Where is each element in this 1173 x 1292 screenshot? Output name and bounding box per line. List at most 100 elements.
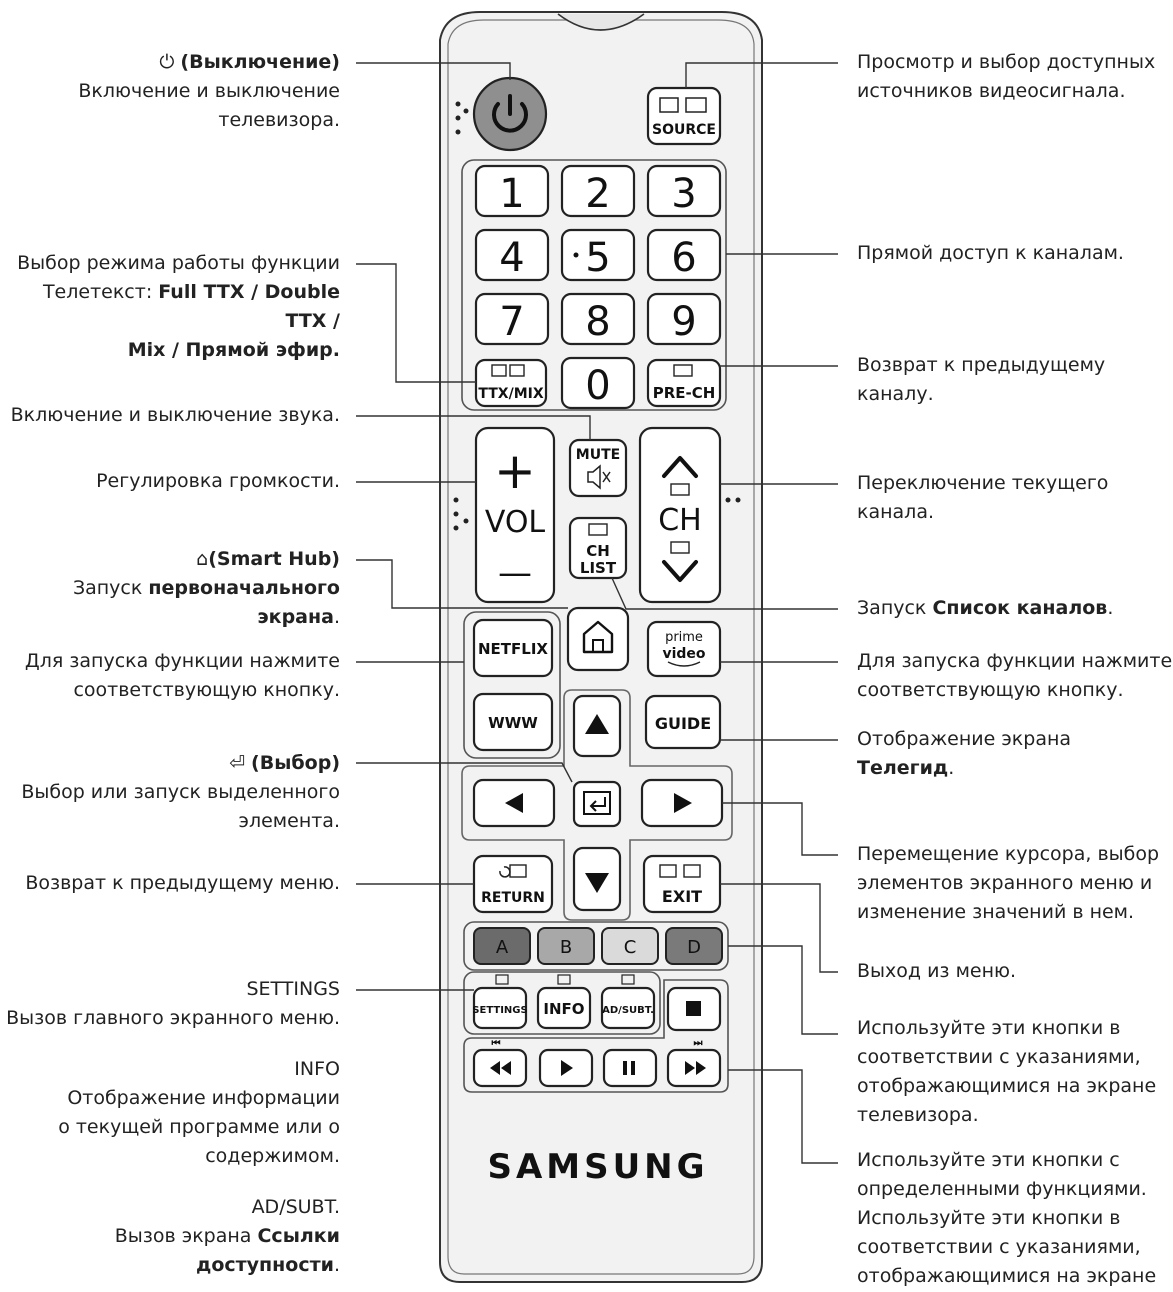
right-arrow-button[interactable] bbox=[640, 778, 724, 828]
media-keys-group bbox=[463, 979, 729, 1093]
info-button[interactable]: INFO bbox=[536, 986, 592, 1030]
svg-text:WWW: WWW bbox=[488, 714, 538, 732]
color-label-line2: соответствии с указаниями, bbox=[857, 1046, 1141, 1068]
number-key-2[interactable]: 2 bbox=[560, 164, 636, 218]
svg-text:B: B bbox=[560, 937, 572, 958]
number-key-label: 8 bbox=[585, 299, 610, 345]
triangle-down-icon bbox=[585, 873, 609, 893]
guide-button[interactable]: GUIDE bbox=[644, 694, 722, 750]
number-key-1[interactable]: 1 bbox=[474, 164, 550, 218]
svg-text:VOL: VOL bbox=[485, 505, 546, 540]
guide-label-c: . bbox=[948, 757, 955, 779]
play-button[interactable] bbox=[538, 1048, 594, 1088]
source-button[interactable]: SOURCE bbox=[646, 86, 722, 146]
volume-rocker[interactable]: + VOL — bbox=[474, 426, 556, 604]
triangle-up-icon bbox=[585, 714, 609, 734]
color-key-b[interactable]: B bbox=[537, 927, 595, 965]
pause-button[interactable] bbox=[602, 1048, 658, 1088]
number-key-label: 1 bbox=[499, 171, 524, 217]
settings-label-desc: Вызов главного экранного меню. bbox=[6, 1007, 340, 1029]
color-key-a[interactable]: A bbox=[473, 927, 531, 965]
smarthub-desc-a: Запуск bbox=[72, 577, 149, 599]
netflix-button[interactable]: NETFLIX bbox=[472, 618, 554, 678]
number-key-label: 9 bbox=[671, 299, 696, 345]
prime-label: Для запуска функции нажмите соответствую… bbox=[857, 647, 1172, 705]
leader-lines bbox=[356, 62, 838, 1164]
cursor-label: Перемещение курсора, выбор элементов экр… bbox=[857, 840, 1159, 927]
svg-text:⏭: ⏭ bbox=[694, 1038, 703, 1049]
svg-text:NETFLIX: NETFLIX bbox=[478, 640, 548, 658]
mute-button[interactable]: MUTE bbox=[568, 438, 628, 498]
enter-icon bbox=[589, 797, 606, 812]
exit-label: Выход из меню. bbox=[857, 960, 1017, 982]
settings-button[interactable]: SETTINGS bbox=[472, 986, 528, 1030]
color-key-c[interactable]: C bbox=[601, 927, 659, 965]
number-key-5[interactable]: 5 bbox=[560, 228, 636, 282]
cursor-label-line3: изменение значений в нем. bbox=[857, 901, 1135, 923]
ch-list-button[interactable]: CH LIST bbox=[568, 516, 628, 580]
ttx-label-line2a: Телетекст: bbox=[42, 281, 159, 303]
power-button[interactable] bbox=[472, 76, 548, 152]
number-key-3[interactable]: 3 bbox=[646, 164, 722, 218]
channel-rocker[interactable]: CH bbox=[638, 426, 722, 604]
up-arrow-button[interactable] bbox=[572, 694, 622, 758]
prime-video-button[interactable]: prime video bbox=[646, 620, 722, 678]
triangle-right-icon bbox=[674, 793, 692, 813]
number-key-label: 5 bbox=[585, 235, 610, 281]
smarthub-desc-b: первоначального экрана bbox=[148, 577, 340, 628]
select-label-desc2: элемента. bbox=[238, 810, 340, 832]
number-key-4[interactable]: 4 bbox=[474, 228, 550, 282]
pre-ch-button[interactable]: PRE-CH bbox=[646, 358, 722, 408]
power-label-desc2: телевизора. bbox=[218, 109, 340, 131]
svg-text:AD/SUBT.: AD/SUBT. bbox=[602, 1005, 654, 1016]
svg-text:⏮: ⏮ bbox=[492, 1038, 501, 1049]
fast-forward-button[interactable] bbox=[666, 1048, 722, 1088]
source-label: Просмотр и выбор доступных источников ви… bbox=[857, 48, 1155, 106]
svg-text:PRE-CH: PRE-CH bbox=[653, 384, 716, 402]
svg-text:C: C bbox=[624, 937, 637, 958]
adsubt-desc-a: Вызов экрана bbox=[114, 1225, 258, 1247]
pause-icon bbox=[623, 1061, 627, 1075]
chlist-label-b: Список каналов bbox=[932, 597, 1108, 619]
rewind-button[interactable] bbox=[472, 1048, 528, 1088]
smart-hub-button[interactable] bbox=[566, 606, 630, 672]
www-button[interactable]: WWW bbox=[472, 692, 554, 752]
settings-label: SETTINGS Вызов главного экранного меню. bbox=[6, 975, 340, 1033]
home-icon bbox=[582, 620, 614, 654]
number-key-9[interactable]: 9 bbox=[646, 292, 722, 346]
svg-text:+: + bbox=[494, 442, 536, 500]
number-pad-group bbox=[461, 159, 727, 411]
function-keys-group bbox=[463, 971, 661, 1035]
ttx-label-line2b: Full TTX / Double TTX / bbox=[158, 281, 340, 332]
number-key-6[interactable]: 6 bbox=[646, 228, 722, 282]
ttx-label-line1: Выбор режима работы функции bbox=[17, 252, 340, 274]
prime-label-line2: соответствующую кнопку. bbox=[857, 679, 1124, 701]
stop-button[interactable] bbox=[666, 986, 722, 1032]
svg-text:RETURN: RETURN bbox=[481, 890, 545, 906]
svg-text:SETTINGS: SETTINGS bbox=[472, 1005, 527, 1016]
exit-button[interactable]: EXIT bbox=[642, 854, 722, 914]
svg-text:EXIT: EXIT bbox=[662, 887, 702, 906]
color-key-d[interactable]: D bbox=[665, 927, 723, 965]
power-label-desc1: Включение и выключение bbox=[78, 80, 340, 102]
cursor-label-line1: Перемещение курсора, выбор bbox=[857, 843, 1160, 865]
dpad-group bbox=[461, 689, 733, 921]
down-arrow-button[interactable] bbox=[572, 846, 622, 912]
number-key-8[interactable]: 8 bbox=[560, 292, 636, 346]
ttx-mix-button[interactable]: TTX/MIX bbox=[474, 358, 548, 408]
select-button[interactable] bbox=[572, 780, 622, 828]
smarthub-desc-c: . bbox=[333, 606, 340, 628]
chlist-label: Запуск Список каналов. bbox=[857, 594, 1113, 623]
number-key-7[interactable]: 7 bbox=[474, 292, 550, 346]
return-button[interactable]: RETURN bbox=[472, 854, 554, 914]
color-keys-label: Используйте эти кнопки в соответствии с … bbox=[857, 1014, 1156, 1130]
left-arrow-button[interactable] bbox=[472, 778, 556, 828]
power-icon bbox=[492, 102, 528, 133]
number-key-0[interactable]: 0 bbox=[560, 356, 636, 410]
adsubt-desc-c: . bbox=[333, 1254, 340, 1276]
info-label: INFO Отображение информации о текущей пр… bbox=[58, 1055, 340, 1171]
power-label: ⏻ (Выключение) Включение и выключение те… bbox=[78, 48, 340, 135]
ad-subt-button[interactable]: AD/SUBT. bbox=[600, 986, 656, 1030]
svg-text:CH: CH bbox=[658, 503, 702, 538]
info-label-desc2: о текущей программе или о bbox=[58, 1116, 340, 1138]
